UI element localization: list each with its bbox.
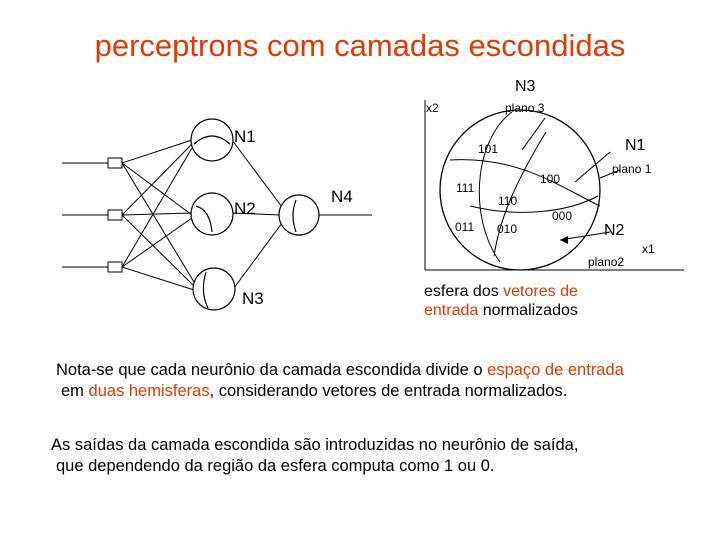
region-101: 101 [478, 142, 499, 156]
plane1-arc [449, 159, 601, 207]
neuron-n2 [190, 192, 234, 236]
sphere-label-n3: N3 [515, 78, 536, 95]
sphere-label-n1: N1 [625, 137, 646, 154]
label-plano3: plano 3 [505, 101, 545, 115]
label-n3: N3 [242, 289, 264, 308]
caption-text-1: esfera dos [424, 283, 504, 300]
neuron-n4 [278, 194, 320, 236]
note-paragraph-1: Nota-se que cada neurônio da camada esco… [56, 360, 624, 402]
region-010: 010 [497, 222, 518, 236]
region-110: 110 [498, 194, 518, 208]
neuron-n1 [190, 118, 234, 162]
note1-text-c: , considerando vetores de entrada normal… [209, 382, 568, 400]
neuron-n3 [192, 267, 236, 311]
note1-text-b: em [61, 382, 89, 400]
note1-text-a: Nota-se que cada neurônio da camada esco… [56, 361, 488, 379]
region-000: 000 [552, 209, 573, 223]
caption-text-2: normalizados [478, 302, 578, 319]
sphere [439, 109, 601, 271]
label-plano2: plano2 [588, 255, 625, 269]
note2-line-1: As saídas da camada escondida são introd… [51, 436, 579, 454]
page-title: perceptrons com camadas escondidas [94, 28, 626, 63]
region-111: 111 [456, 181, 475, 195]
sphere-caption: esfera dos vetores de entrada normalizad… [424, 282, 578, 320]
label-n1: N1 [234, 127, 256, 146]
axis-label-x2: x2 [426, 101, 439, 115]
note2-line-2: que dependendo da região da esfera compu… [56, 457, 495, 475]
plane2-arc-a [493, 131, 547, 257]
plane2-arc-b [469, 195, 599, 213]
region-011: 011 [455, 220, 475, 234]
note1-highlight-a: espaço de entrada [487, 361, 624, 379]
note1-highlight-b: duas hemisferas [88, 382, 210, 400]
note-paragraph-2: As saídas da camada escondida são introd… [51, 435, 578, 477]
label-n2: N2 [234, 199, 256, 218]
sphere-label-n2: N2 [604, 222, 625, 239]
caption-highlight-2: entrada [424, 302, 479, 319]
plane3-arc [478, 111, 513, 263]
caption-highlight-1: vetores de [503, 283, 578, 300]
axis-label-x1: x1 [642, 242, 655, 256]
label-n4: N4 [331, 187, 353, 206]
region-100: 100 [540, 172, 561, 186]
label-plano1: plano 1 [612, 162, 652, 176]
